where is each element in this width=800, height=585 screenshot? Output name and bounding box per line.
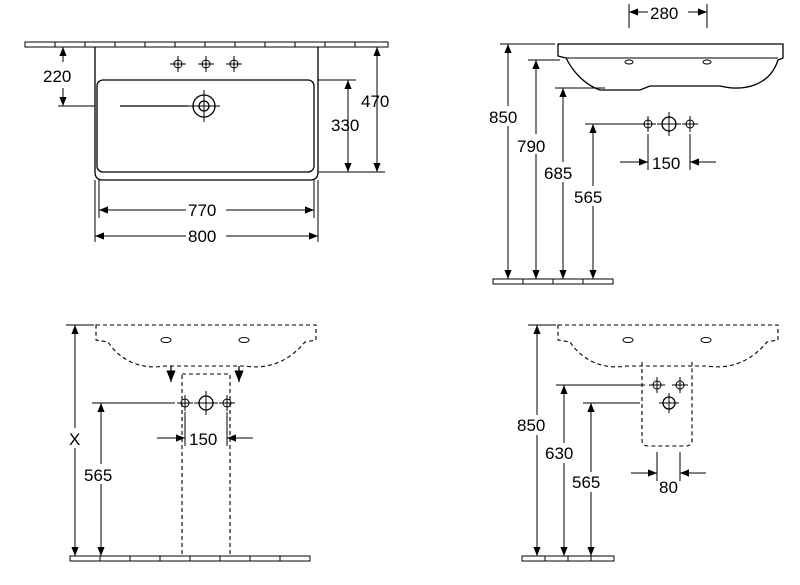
outlet-icon bbox=[194, 391, 218, 415]
dim-330: 330 bbox=[318, 79, 359, 173]
outlet-icon bbox=[657, 112, 681, 136]
dim-280: 280 bbox=[628, 4, 708, 28]
dim-label: 565 bbox=[84, 466, 112, 485]
tap-hole-icon bbox=[197, 55, 215, 73]
dim-220: 220 bbox=[43, 46, 95, 107]
dim-label: 80 bbox=[659, 478, 678, 497]
tap-hole-icon bbox=[169, 55, 187, 73]
pedestal-view: 80 850 630 565 bbox=[516, 324, 779, 562]
dim-label: 800 bbox=[188, 227, 216, 246]
dim-label: 850 bbox=[517, 416, 545, 435]
dim-790: 790 bbox=[516, 59, 560, 279]
floor-strip bbox=[492, 278, 614, 285]
floor-strip bbox=[521, 555, 615, 562]
bowl-outline bbox=[96, 79, 315, 173]
dim-685: 685 bbox=[543, 87, 605, 279]
dim-850: 850 bbox=[516, 324, 556, 556]
floor-strip bbox=[69, 555, 311, 562]
front-view: 150 X 565 bbox=[66, 324, 317, 562]
tap-hole-icon bbox=[639, 115, 657, 133]
dim-label: 770 bbox=[188, 201, 216, 220]
dim-800: 800 bbox=[94, 180, 319, 246]
dim-565: 565 bbox=[573, 123, 640, 279]
dim-label: 850 bbox=[489, 108, 517, 127]
dim-565: 565 bbox=[82, 402, 175, 556]
dim-label: 685 bbox=[544, 164, 572, 183]
wall-strip bbox=[24, 41, 389, 48]
dim-565: 565 bbox=[571, 402, 640, 556]
side-view: 280 150 850 790 bbox=[488, 4, 784, 285]
dim-470: 470 bbox=[320, 46, 389, 173]
dim-label: 280 bbox=[650, 4, 678, 23]
tap-hole-icon bbox=[671, 376, 689, 394]
dim-label: 630 bbox=[545, 444, 573, 463]
dim-label: 565 bbox=[574, 188, 602, 207]
pedestal-dashed bbox=[641, 362, 693, 447]
plan-view: 220 470 330 770 80 bbox=[24, 41, 389, 246]
dim-label: X bbox=[69, 430, 80, 449]
dim-150: 150 bbox=[157, 412, 253, 449]
dim-label: 150 bbox=[652, 154, 680, 173]
dim-80: 80 bbox=[631, 452, 706, 497]
basin-outline bbox=[94, 47, 319, 181]
dim-label: 565 bbox=[572, 473, 600, 492]
tap-hole-icon bbox=[648, 376, 666, 394]
dim-label: 790 bbox=[517, 137, 545, 156]
tap-hole-icon bbox=[218, 394, 236, 412]
dim-630: 630 bbox=[544, 384, 645, 556]
drain-icon bbox=[120, 90, 220, 122]
dim-150: 150 bbox=[620, 134, 716, 173]
tap-hole-icon bbox=[176, 394, 194, 412]
basin-outline bbox=[557, 43, 784, 91]
dim-label: 220 bbox=[43, 67, 71, 86]
pedestal-dashed bbox=[181, 373, 231, 557]
basin-outline-dashed bbox=[95, 324, 317, 368]
tap-hole-icon bbox=[225, 55, 243, 73]
dim-770: 770 bbox=[98, 180, 315, 220]
dim-x: X bbox=[66, 324, 94, 556]
basin-outline-dashed bbox=[557, 324, 779, 368]
dim-label: 470 bbox=[361, 92, 389, 111]
tap-hole-icon bbox=[681, 115, 699, 133]
dim-label: 330 bbox=[331, 116, 359, 135]
dim-label: 150 bbox=[189, 430, 217, 449]
dim-850: 850 bbox=[488, 43, 555, 279]
outlet-icon bbox=[659, 393, 679, 413]
